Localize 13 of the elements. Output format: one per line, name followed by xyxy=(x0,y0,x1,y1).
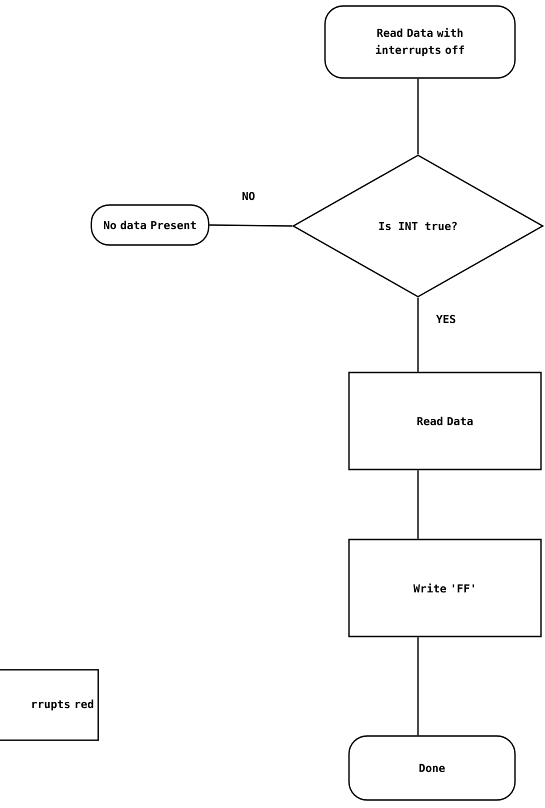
connector-line xyxy=(417,470,419,539)
connector-line xyxy=(417,298,419,372)
process-box: rrupts red xyxy=(0,669,99,741)
process-box: Read Data xyxy=(348,372,542,470)
process-box: Write 'FF' xyxy=(348,538,542,638)
connector-line xyxy=(417,637,419,736)
edge-label: YES xyxy=(435,314,457,324)
connector-line xyxy=(417,78,419,154)
terminal-box: Read Data with interrupts off xyxy=(324,5,516,79)
connector-line xyxy=(209,224,292,227)
terminal-box: Done xyxy=(348,735,516,801)
terminal-box: No data Present xyxy=(90,204,210,246)
edge-label: NO xyxy=(240,190,256,202)
